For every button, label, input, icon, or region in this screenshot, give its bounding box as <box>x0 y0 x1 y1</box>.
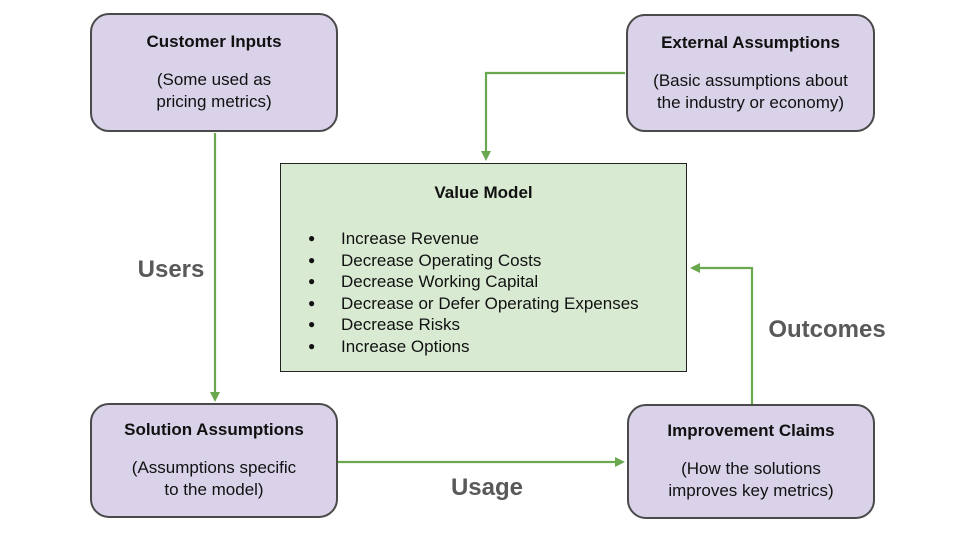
value-model-item: Decrease or Defer Operating Expenses <box>308 293 686 315</box>
node-title: Improvement Claims <box>667 421 835 440</box>
node-subtitle: (Assumptions specific to the model) <box>131 458 297 499</box>
edge-label-usage: Usage <box>450 474 524 501</box>
value-model-item: Increase Revenue <box>308 228 686 250</box>
node-subtitle: (Some used as pricing metrics) <box>156 70 272 111</box>
node-improvement-claims: Improvement Claims (How the solutions im… <box>627 404 875 519</box>
edge-label-users: Users <box>137 256 205 283</box>
node-solution-assumptions: Solution Assumptions (Assumptions specif… <box>90 403 338 518</box>
value-model-title: Value Model <box>434 183 533 202</box>
outcomes-arrow <box>690 263 754 404</box>
node-title: Solution Assumptions <box>124 420 304 439</box>
node-customer-inputs: Customer Inputs (Some used as pricing me… <box>90 13 338 132</box>
node-subtitle: (How the solutions improves key metrics) <box>668 459 834 500</box>
node-external-assumptions: External Assumptions (Basic assumptions … <box>626 14 875 132</box>
value-model-list: Increase RevenueDecrease Operating Costs… <box>308 228 686 357</box>
node-title: Customer Inputs <box>146 32 282 51</box>
node-value-model: Value Model Increase RevenueDecrease Ope… <box>280 163 687 372</box>
value-model-item: Decrease Operating Costs <box>308 250 686 272</box>
value-model-item: Increase Options <box>308 336 686 358</box>
node-subtitle: (Basic assumptions about the industry or… <box>653 70 848 112</box>
edge-label-outcomes: Outcomes <box>768 316 886 343</box>
external-assumptions-arrow <box>481 71 625 161</box>
value-model-item: Decrease Working Capital <box>308 271 686 293</box>
value-model-item: Decrease Risks <box>308 314 686 336</box>
node-title: External Assumptions <box>661 32 840 52</box>
